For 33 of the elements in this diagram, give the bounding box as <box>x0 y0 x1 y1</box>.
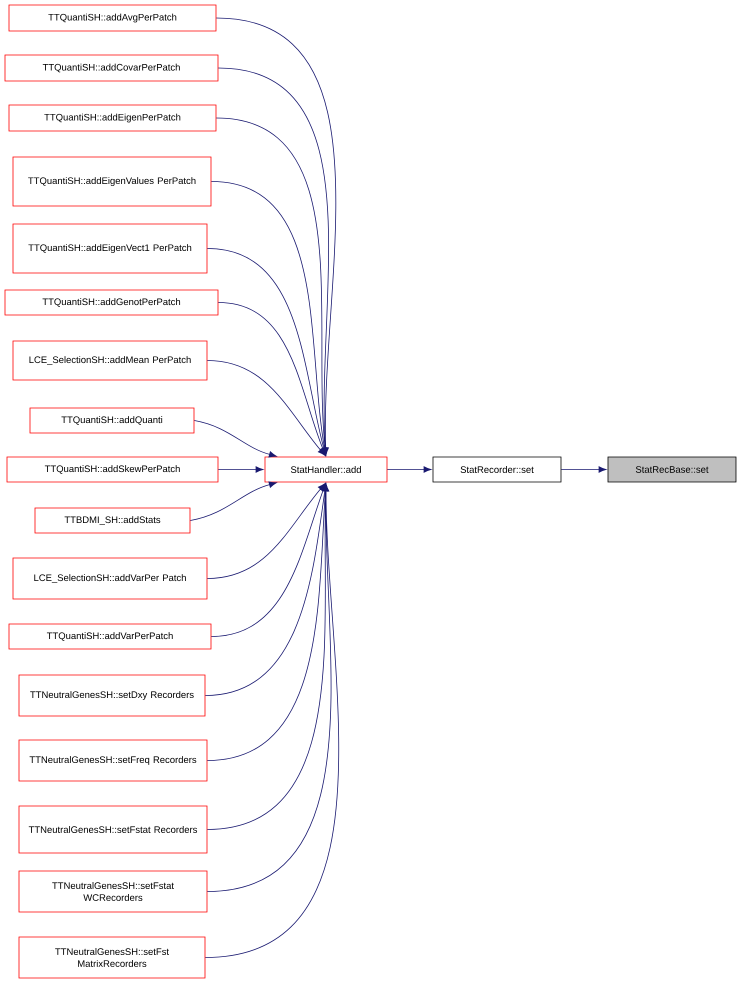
arrow <box>216 18 336 456</box>
function-box: LCE_SelectionSH::addVarPer Patch <box>12 558 208 600</box>
arrow <box>205 484 328 696</box>
function-box: TTQuantiSH::addEigenVect1 PerPatch <box>12 224 208 274</box>
arrow <box>194 420 277 458</box>
function-box: TTQuantiSH::addEigenValues PerPatch <box>12 156 212 206</box>
function-box: TTQuantiSH::addSkewPerPatch <box>6 456 218 482</box>
arrow <box>387 466 432 473</box>
function-box: TTQuantiSH::addGenotPerPatch <box>4 290 218 316</box>
function-box: TTNeutralGenesSH::setFst MatrixRecorders <box>18 936 206 978</box>
function-box: TTNeutralGenesSH::setFreq Recorders <box>18 740 208 782</box>
function-box: TTNeutralGenesSH::setFstat WCRecorders <box>18 870 208 912</box>
function-box: TTNeutralGenesSH::setDxy Recorders <box>18 674 206 716</box>
arrow <box>207 483 326 579</box>
arrow <box>205 484 340 958</box>
function-box: StatHandler::add <box>264 456 388 482</box>
function-box: TTQuantiSH::addVarPerPatch <box>8 624 212 650</box>
arrow <box>211 484 326 637</box>
function-box: TTQuantiSH::addEigenPerPatch <box>8 104 216 132</box>
function-box: TTNeutralGenesSH::setFstat Recorders <box>18 806 208 854</box>
function-box: TTQuantiSH::addQuanti <box>30 408 194 434</box>
function-box: LCE_SelectionSH::addMean PerPatch <box>12 340 208 380</box>
arrow <box>207 360 326 456</box>
function-box: TTQuantiSH::addCovarPerPatch <box>4 54 218 82</box>
function-box: StatRecorder::set <box>432 456 562 482</box>
arrow <box>561 466 606 473</box>
function-box: TTBDMI_SH::addStats <box>34 508 190 534</box>
arrow <box>207 484 332 892</box>
arrow <box>211 181 328 456</box>
highlighted-function-box: StatRecBase::set <box>608 456 736 482</box>
arrow <box>218 466 264 473</box>
arrow <box>190 482 277 521</box>
function-box: TTQuantiSH::addAvgPerPatch <box>8 4 216 32</box>
